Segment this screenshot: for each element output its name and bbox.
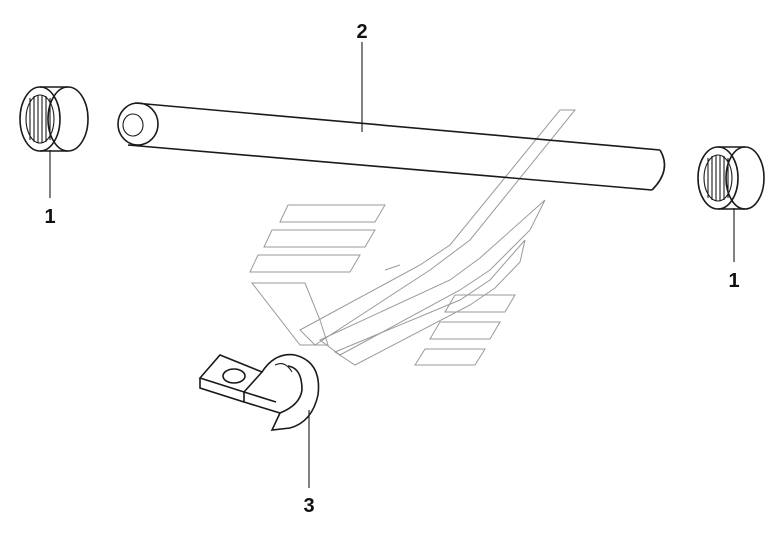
callout-2: 2 [356, 21, 367, 43]
callout-1-right: 1 [728, 270, 739, 292]
callout-3: 3 [303, 495, 314, 517]
leader-lines [49, 42, 735, 488]
bearing-right-part [697, 146, 765, 210]
clamp-part [198, 353, 320, 431]
watermark-logo [249, 109, 577, 366]
callout-1-left: 1 [44, 206, 55, 228]
bearing-left-part [19, 86, 89, 152]
tube-part [117, 102, 666, 191]
